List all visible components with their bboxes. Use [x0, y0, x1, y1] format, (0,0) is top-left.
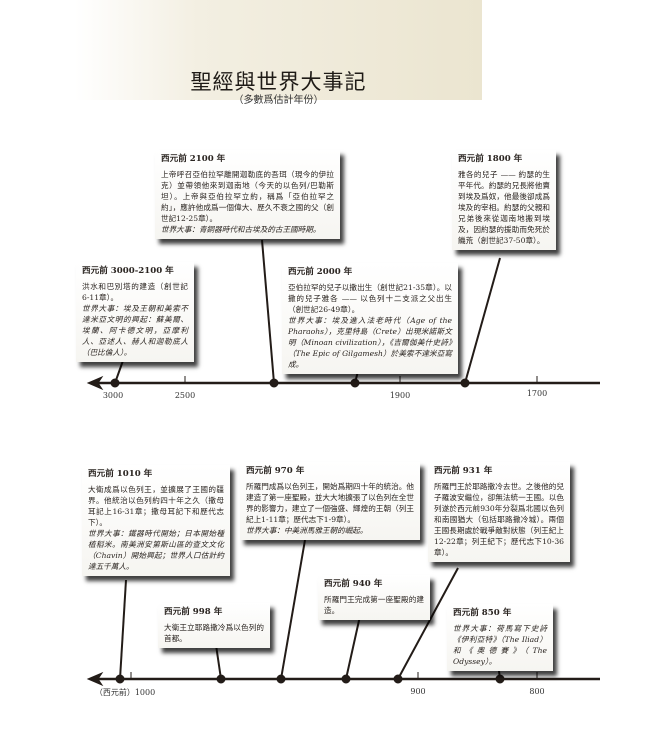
- axis-label: （西元前）1000: [94, 688, 156, 697]
- event-dot: [460, 378, 470, 388]
- axis-label: 3000: [102, 391, 124, 400]
- event-text: 大衛成爲以色列王，並擴展了王國的疆界。他統治以色列約四十年之久（撒母耳記上16-…: [88, 485, 224, 527]
- event-date: 西元前 970 年: [246, 466, 305, 476]
- axis-label: 900: [410, 687, 426, 696]
- event-dot: [350, 378, 360, 388]
- connector: [119, 579, 127, 680]
- connector: [261, 239, 275, 384]
- world-events: 世界大事：埃及王朝和美索不達米亞文明的興起：蘇美爾、埃蘭、阿卡德文明，亞摩利人、…: [82, 304, 188, 357]
- connector: [280, 539, 306, 680]
- event-card: 西元前 3000-2100 年 洪水和巴別塔的建造（創世記6-11章）。 世界大…: [76, 262, 194, 362]
- event-dot: [393, 674, 403, 684]
- event-card: 西元前 998 年 大衛王立耶路撒冷爲以色列的首都。: [158, 603, 270, 648]
- axis-label: 2500: [174, 391, 196, 400]
- event-card: 西元前 931 年 所羅門王於耶路撒冷去世。之後他的兒子羅波安繼位，卻無法統一王…: [428, 462, 570, 562]
- event-card: 西元前 1010 年 大衛成爲以色列王，並擴展了王國的疆界。他統治以色列約四十年…: [82, 465, 230, 576]
- page-subtitle: （多數爲估計年份）: [233, 95, 324, 106]
- event-text: 大衛王立耶路撒冷爲以色列的首都。: [164, 623, 264, 643]
- world-events: 世界大事：中美洲馬雅王朝的崛起。: [246, 526, 368, 535]
- world-events: 世界大事：鐵器時代開始；日本開始種植稻米。南美洲安第斯山區的查文文化（Chavi…: [88, 529, 224, 571]
- event-dot: [216, 674, 226, 684]
- world-events: 世界大事：青銅器時代和古埃及的古王國時期。: [161, 225, 321, 234]
- axis-label: 1700: [526, 389, 548, 398]
- event-date: 西元前 940 年: [324, 579, 383, 589]
- event-card: 西元前 970 年 所羅門成爲以色列王，開始爲期四十年的統治。他建造了第一座聖殿…: [240, 462, 420, 540]
- event-card: 西元前 1800 年 雅各的兒子 —— 約瑟的生平年代。約瑟的兄長將他賣到埃及爲…: [452, 150, 556, 250]
- connector: [215, 644, 222, 680]
- event-text: 所羅門王於耶路撒冷去世。之後他的兒子羅波安繼位，卻無法統一王國。以色列遂於西元前…: [434, 482, 564, 557]
- event-text: 洪水和巴別塔的建造（創世記6-11章）。: [82, 282, 188, 302]
- world-events: 世界大事：埃及進入法老時代（Age of the Pharaohs），克里特島（…: [288, 316, 452, 369]
- event-text: 所羅門王完成第一座聖殿的建造。: [324, 595, 424, 615]
- event-date: 西元前 2100 年: [161, 154, 226, 164]
- axis-label: 800: [529, 687, 545, 696]
- event-dot: [495, 674, 505, 684]
- event-text: 所羅門成爲以色列王，開始爲期四十年的統治。他建造了第一座聖殿，並大大地擴張了以色…: [246, 482, 414, 524]
- event-card: 西元前 940 年 所羅門王完成第一座聖殿的建造。: [318, 575, 430, 620]
- connector: [345, 615, 361, 680]
- event-dot: [115, 674, 125, 684]
- connector: [464, 257, 501, 384]
- page-title: 聖經與世界大事記: [190, 70, 367, 94]
- event-dot: [269, 378, 279, 388]
- event-card: 西元前 850 年 世界大事：荷馬寫下史詩《伊利亞特》（The Iliad）和《…: [447, 604, 553, 671]
- arrow-left-icon: [86, 375, 104, 391]
- event-text: 上帝呼召亞伯拉罕離開迦勒底的吾珥（現今的伊拉克）並帶領他來到迦南地（今天的以色列…: [161, 170, 334, 223]
- event-dot: [341, 674, 351, 684]
- event-dot: [110, 378, 120, 388]
- event-card: 西元前 2100 年 上帝呼召亞伯拉罕離開迦勒底的吾珥（現今的伊拉克）並帶領他來…: [155, 150, 340, 239]
- event-date: 西元前 1800 年: [458, 154, 523, 164]
- event-date: 西元前 998 年: [164, 607, 223, 617]
- event-date: 西元前 3000-2100 年: [82, 266, 174, 276]
- event-date: 西元前 1010 年: [88, 469, 153, 479]
- event-date: 西元前 2000 年: [288, 267, 353, 277]
- event-text: 亞伯拉罕的兒子以撒出生（創世記21-35章）。以撒的兒子雅各 —— 以色列十二支…: [288, 283, 452, 314]
- event-text: 雅各的兒子 —— 約瑟的生平年代。約瑟的兄長將他賣到埃及爲奴，他最後卻成爲埃及的…: [458, 170, 550, 245]
- arrow-left-icon: [86, 671, 104, 687]
- event-card: 西元前 2000 年 亞伯拉罕的兒子以撒出生（創世記21-35章）。以撒的兒子雅…: [282, 263, 458, 374]
- event-date: 西元前 931 年: [434, 466, 493, 476]
- axis-label: 1900: [389, 391, 411, 400]
- world-events: 世界大事：荷馬寫下史詩《伊利亞特》（The Iliad）和《奧德賽》（The O…: [453, 624, 547, 666]
- title-banner: [75, 0, 482, 100]
- event-dot: [276, 674, 286, 684]
- event-date: 西元前 850 年: [453, 608, 512, 618]
- connector: [397, 567, 459, 680]
